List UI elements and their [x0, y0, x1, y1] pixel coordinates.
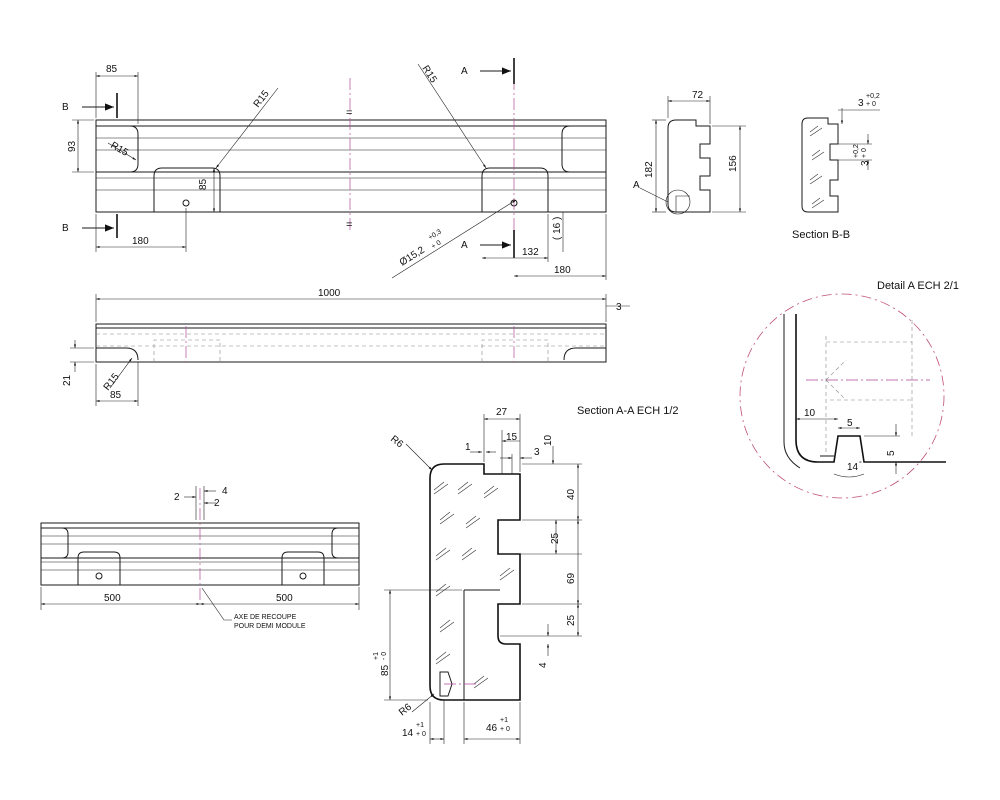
dim-10-detail: 10	[804, 408, 816, 419]
dim-46-section: 46	[486, 723, 498, 734]
dim-3a-tol-upper: +0,2	[866, 93, 880, 100]
section-bb-outline	[801, 117, 839, 213]
dim-72: 72	[692, 90, 704, 101]
dim-r15-center: R15	[252, 88, 272, 110]
dim-3b-bb: 3	[860, 160, 871, 166]
section-bb-title: Section B-B	[792, 229, 850, 241]
dim-85-front: 85	[110, 390, 122, 401]
cut-a-label-top: A	[461, 66, 468, 77]
dim-4-section: 4	[538, 662, 549, 668]
dim-180-left: 180	[132, 236, 149, 247]
dim-2-right: 2	[214, 498, 220, 509]
hole-left	[182, 199, 190, 207]
front-view-outline	[95, 323, 607, 363]
dim-500-left: 500	[104, 593, 121, 604]
dim-14-detail: 14	[847, 462, 859, 473]
detail-a-title: Detail A ECH 2/1	[877, 280, 959, 292]
dim-69-section: 69	[566, 572, 577, 584]
dim-r15-right: R15	[419, 64, 438, 86]
equal-mark-bottom: =	[346, 219, 352, 231]
side-profile: A 72 182 156	[633, 90, 746, 215]
dim-85-tol-lower: - 0	[381, 652, 388, 660]
detail-a-ref: A	[633, 180, 640, 191]
half-view: 2 4 2 500 500 AXE DE RECOUPE POUR DEMI M…	[40, 486, 360, 630]
section-aa-title: Section A-A ECH 1/2	[577, 405, 679, 417]
dim-r15-left: R15	[109, 140, 131, 159]
dim-25a-section: 25	[550, 532, 561, 544]
section-bb: 3 +0,2 + 0 3 +0,2 + 0 Section B-B	[792, 93, 880, 241]
dim-40-section: 40	[566, 488, 577, 500]
dim-3-section: 3	[534, 447, 540, 458]
equal-mark-top: =	[346, 107, 352, 119]
dim-hole-tol-upper: +0,3	[427, 228, 443, 241]
dim-16: ( 16 )	[552, 217, 563, 240]
side-profile-outline	[667, 119, 711, 213]
cut-b-label-bottom: B	[62, 223, 69, 234]
dim-132: 132	[522, 247, 539, 258]
cut-note-line1: AXE DE RECOUPE	[234, 614, 297, 621]
pocket-right	[481, 167, 549, 212]
detail-a-boundary	[739, 293, 945, 499]
cut-b-label-top: B	[62, 102, 69, 113]
dim-14-detail-unit: °	[859, 460, 862, 468]
dim-93: 93	[67, 140, 78, 152]
dim-85-section: 85	[380, 664, 391, 676]
dim-1-section: 1	[465, 442, 471, 453]
detail-a-profile	[795, 314, 946, 463]
detail-a: Detail A ECH 2/1 10 5 5 14 °	[739, 280, 959, 499]
dim-10-section: 10	[543, 434, 554, 446]
cut-note-line2: POUR DEMI MODULE	[234, 623, 306, 630]
top-view-outline	[95, 119, 607, 213]
dim-5b-detail: 5	[886, 450, 897, 456]
dim-14-tol-upper: +1	[416, 722, 424, 729]
dim-r6-bottom: R6	[397, 702, 414, 719]
dim-3b-tol-lower: + 0	[861, 148, 868, 158]
dim-r6-top: R6	[388, 434, 405, 451]
section-aa: Section A-A ECH 1/2 27 15 1 3 10 40 25 6…	[373, 405, 679, 744]
dim-27-section: 27	[496, 407, 508, 418]
top-view: = = B B A A 85 93 R15 R15 R15 85	[62, 58, 607, 280]
section-aa-hatching	[433, 481, 515, 689]
dim-3a-bb: 3	[858, 98, 864, 109]
section-aa-profile	[429, 463, 521, 701]
front-view: 1000 3 21 R15 85	[62, 288, 630, 406]
dim-3b-tol-upper: +0,2	[853, 144, 860, 158]
dim-85-top: 85	[106, 64, 118, 75]
section-bb-hatching	[809, 125, 825, 209]
pocket-left	[153, 167, 221, 212]
dim-5a-detail: 5	[847, 418, 853, 429]
dim-14-section: 14	[402, 728, 414, 739]
dim-3: 3	[616, 302, 622, 313]
dim-500-right: 500	[276, 593, 293, 604]
dim-46-tol-upper: +1	[500, 717, 508, 724]
dim-85-pocket: 85	[198, 178, 209, 190]
dim-46-tol-lower: + 0	[500, 726, 510, 733]
dim-hole-tol-lower: + 0	[430, 239, 442, 250]
dim-15-section: 15	[506, 432, 518, 443]
dim-4-half: 4	[222, 486, 228, 497]
cut-a-label-bottom: A	[461, 240, 468, 251]
dim-14-tol-lower: + 0	[416, 731, 426, 738]
dim-85-tol-upper: +1	[373, 652, 380, 660]
dim-1000: 1000	[318, 288, 341, 299]
dim-25b-section: 25	[566, 614, 577, 626]
dim-156: 156	[728, 155, 739, 172]
dim-182: 182	[644, 161, 655, 178]
dim-180-right: 180	[554, 265, 571, 276]
dim-2-left: 2	[174, 492, 180, 503]
dim-21: 21	[62, 374, 73, 386]
detail-a-circle	[665, 189, 691, 215]
dim-3a-tol-lower: + 0	[866, 101, 876, 108]
